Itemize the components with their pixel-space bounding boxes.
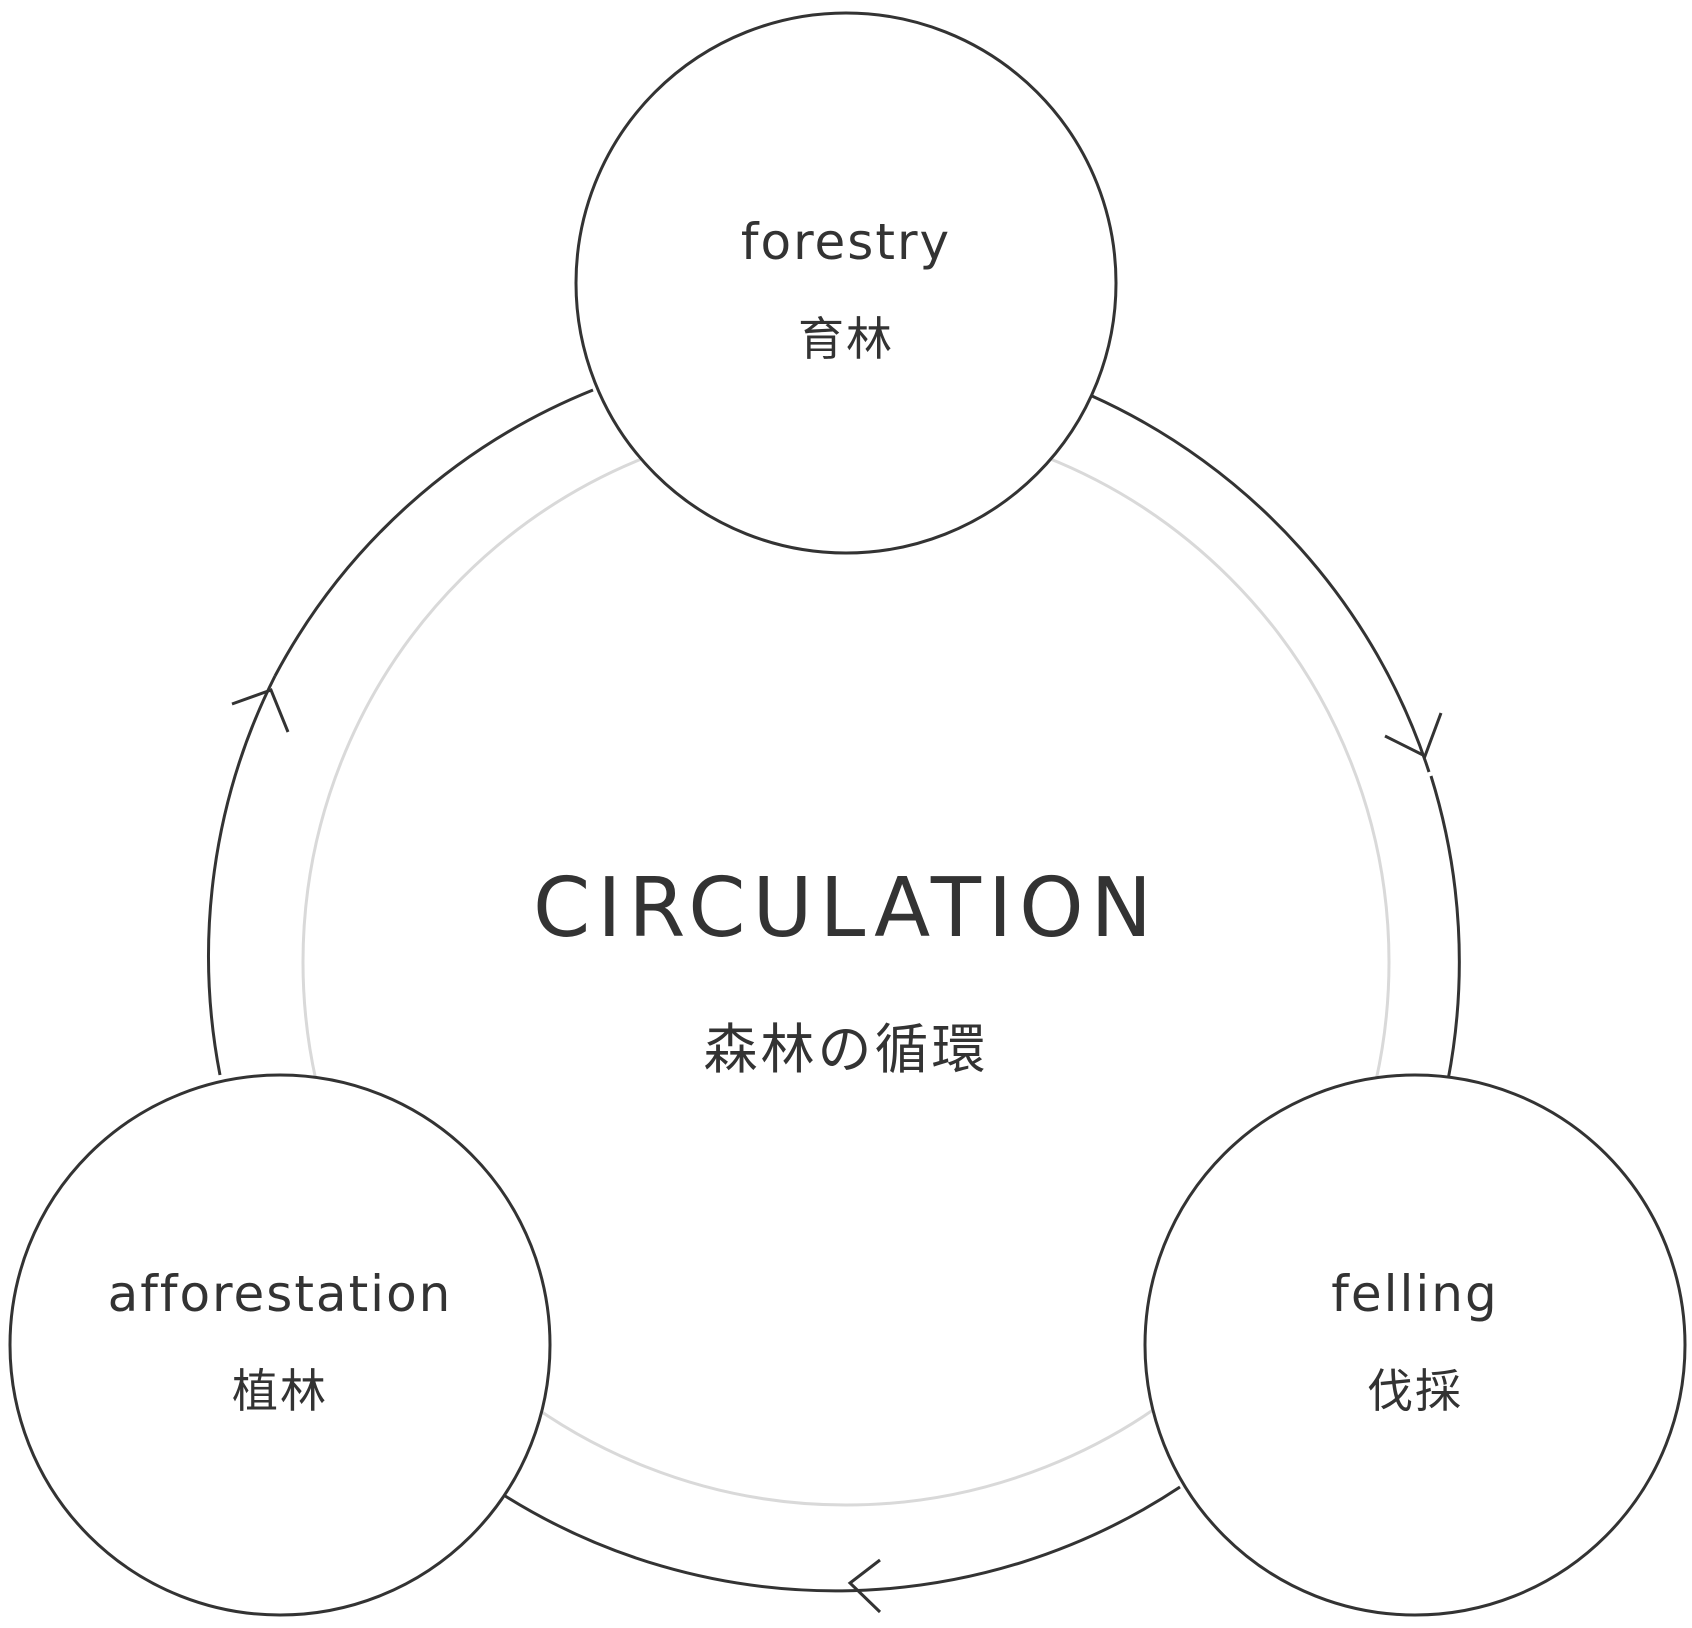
node-forestry-circle: [574, 11, 1118, 555]
center-subtitle: 森林の循環: [704, 1018, 989, 1081]
node-forestry-label-ja: 育林: [798, 312, 894, 366]
node-afforestation-circle: [8, 1073, 552, 1617]
node-felling-circle: [1143, 1073, 1687, 1617]
node-afforestation: afforestation 植林: [8, 1073, 552, 1617]
node-felling-label-en: felling: [1331, 1265, 1498, 1323]
node-felling: felling 伐採: [1143, 1073, 1687, 1617]
node-forestry: forestry 育林: [574, 11, 1118, 555]
center-title: CIRCULATION: [533, 861, 1159, 956]
arrow-right-icon: [1384, 712, 1443, 759]
node-afforestation-label-en: afforestation: [108, 1265, 453, 1323]
node-afforestation-label-ja: 植林: [232, 1364, 328, 1418]
cycle-arc-bottom: [501, 1485, 1181, 1593]
cycle-arc-left-lower: [207, 675, 277, 1076]
node-forestry-label-en: forestry: [741, 213, 951, 271]
cycle-arc-left-upper: [273, 388, 594, 677]
arrow-bottom-icon: [847, 1558, 882, 1614]
arrow-left-icon: [231, 688, 290, 733]
cycle-arc-forestry-to-felling: [1091, 394, 1431, 773]
node-felling-label-ja: 伐採: [1367, 1364, 1463, 1418]
cycle-arc-felling-to-afforestation-right: [1429, 775, 1461, 1081]
